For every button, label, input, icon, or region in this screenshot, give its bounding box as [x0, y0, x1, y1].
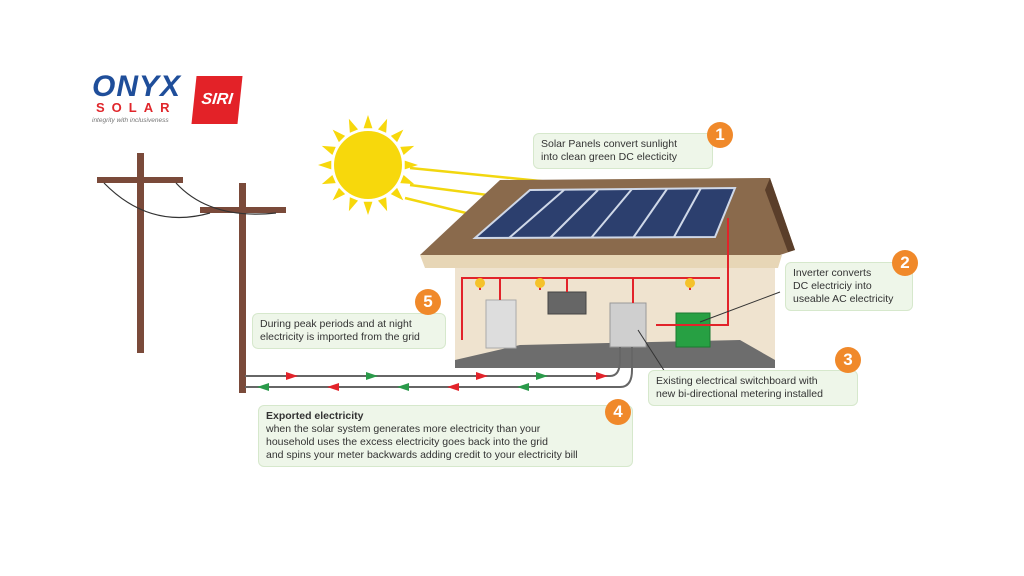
flow-arrow: [596, 372, 608, 380]
flow-arrow: [327, 383, 339, 391]
sun-ray: [377, 197, 388, 212]
sun-ray: [400, 145, 415, 156]
sun-ray: [400, 174, 415, 185]
house: [420, 178, 795, 373]
sun-ray: [332, 187, 346, 201]
solar-panels: [472, 186, 737, 240]
sun-ray: [377, 118, 388, 133]
sun-ray: [321, 145, 336, 156]
sun-ray: [348, 118, 359, 133]
flow-arrow: [517, 383, 529, 391]
sun-ray: [390, 129, 404, 143]
flow-arrow: [476, 372, 488, 380]
grid-lines: [245, 347, 633, 388]
sun-ray: [363, 201, 373, 215]
switchboard: [609, 302, 647, 348]
step-badge-4: 4: [605, 399, 631, 425]
sun-icon: [318, 115, 418, 215]
sun-ray: [332, 129, 346, 143]
callout-exported-electricity: Exported electricity when the solar syst…: [258, 405, 633, 467]
utility-poles: [97, 153, 286, 393]
onyx-solar-siri-logo: ONYX SOLAR SIRI integrity with inclusive…: [90, 70, 243, 128]
sun-ray: [404, 160, 418, 170]
fridge: [485, 299, 517, 349]
flow-arrow: [257, 383, 269, 391]
inverter: [675, 312, 711, 348]
sun-ray: [318, 160, 332, 170]
flow-arrow: [397, 383, 409, 391]
flow-arrow: [447, 383, 459, 391]
flow-arrow: [366, 372, 378, 380]
sun-ray: [363, 115, 373, 129]
sun-ray: [348, 197, 359, 212]
step-badge-5: 5: [415, 289, 441, 315]
sun-ray: [321, 174, 336, 185]
sun-ray: [390, 187, 404, 201]
flow-arrow: [286, 372, 298, 380]
step-badge-2: 2: [892, 250, 918, 276]
flow-arrow: [536, 372, 548, 380]
tv: [547, 291, 587, 315]
step-badge-3: 3: [835, 347, 861, 373]
step-badge-1: 1: [707, 122, 733, 148]
